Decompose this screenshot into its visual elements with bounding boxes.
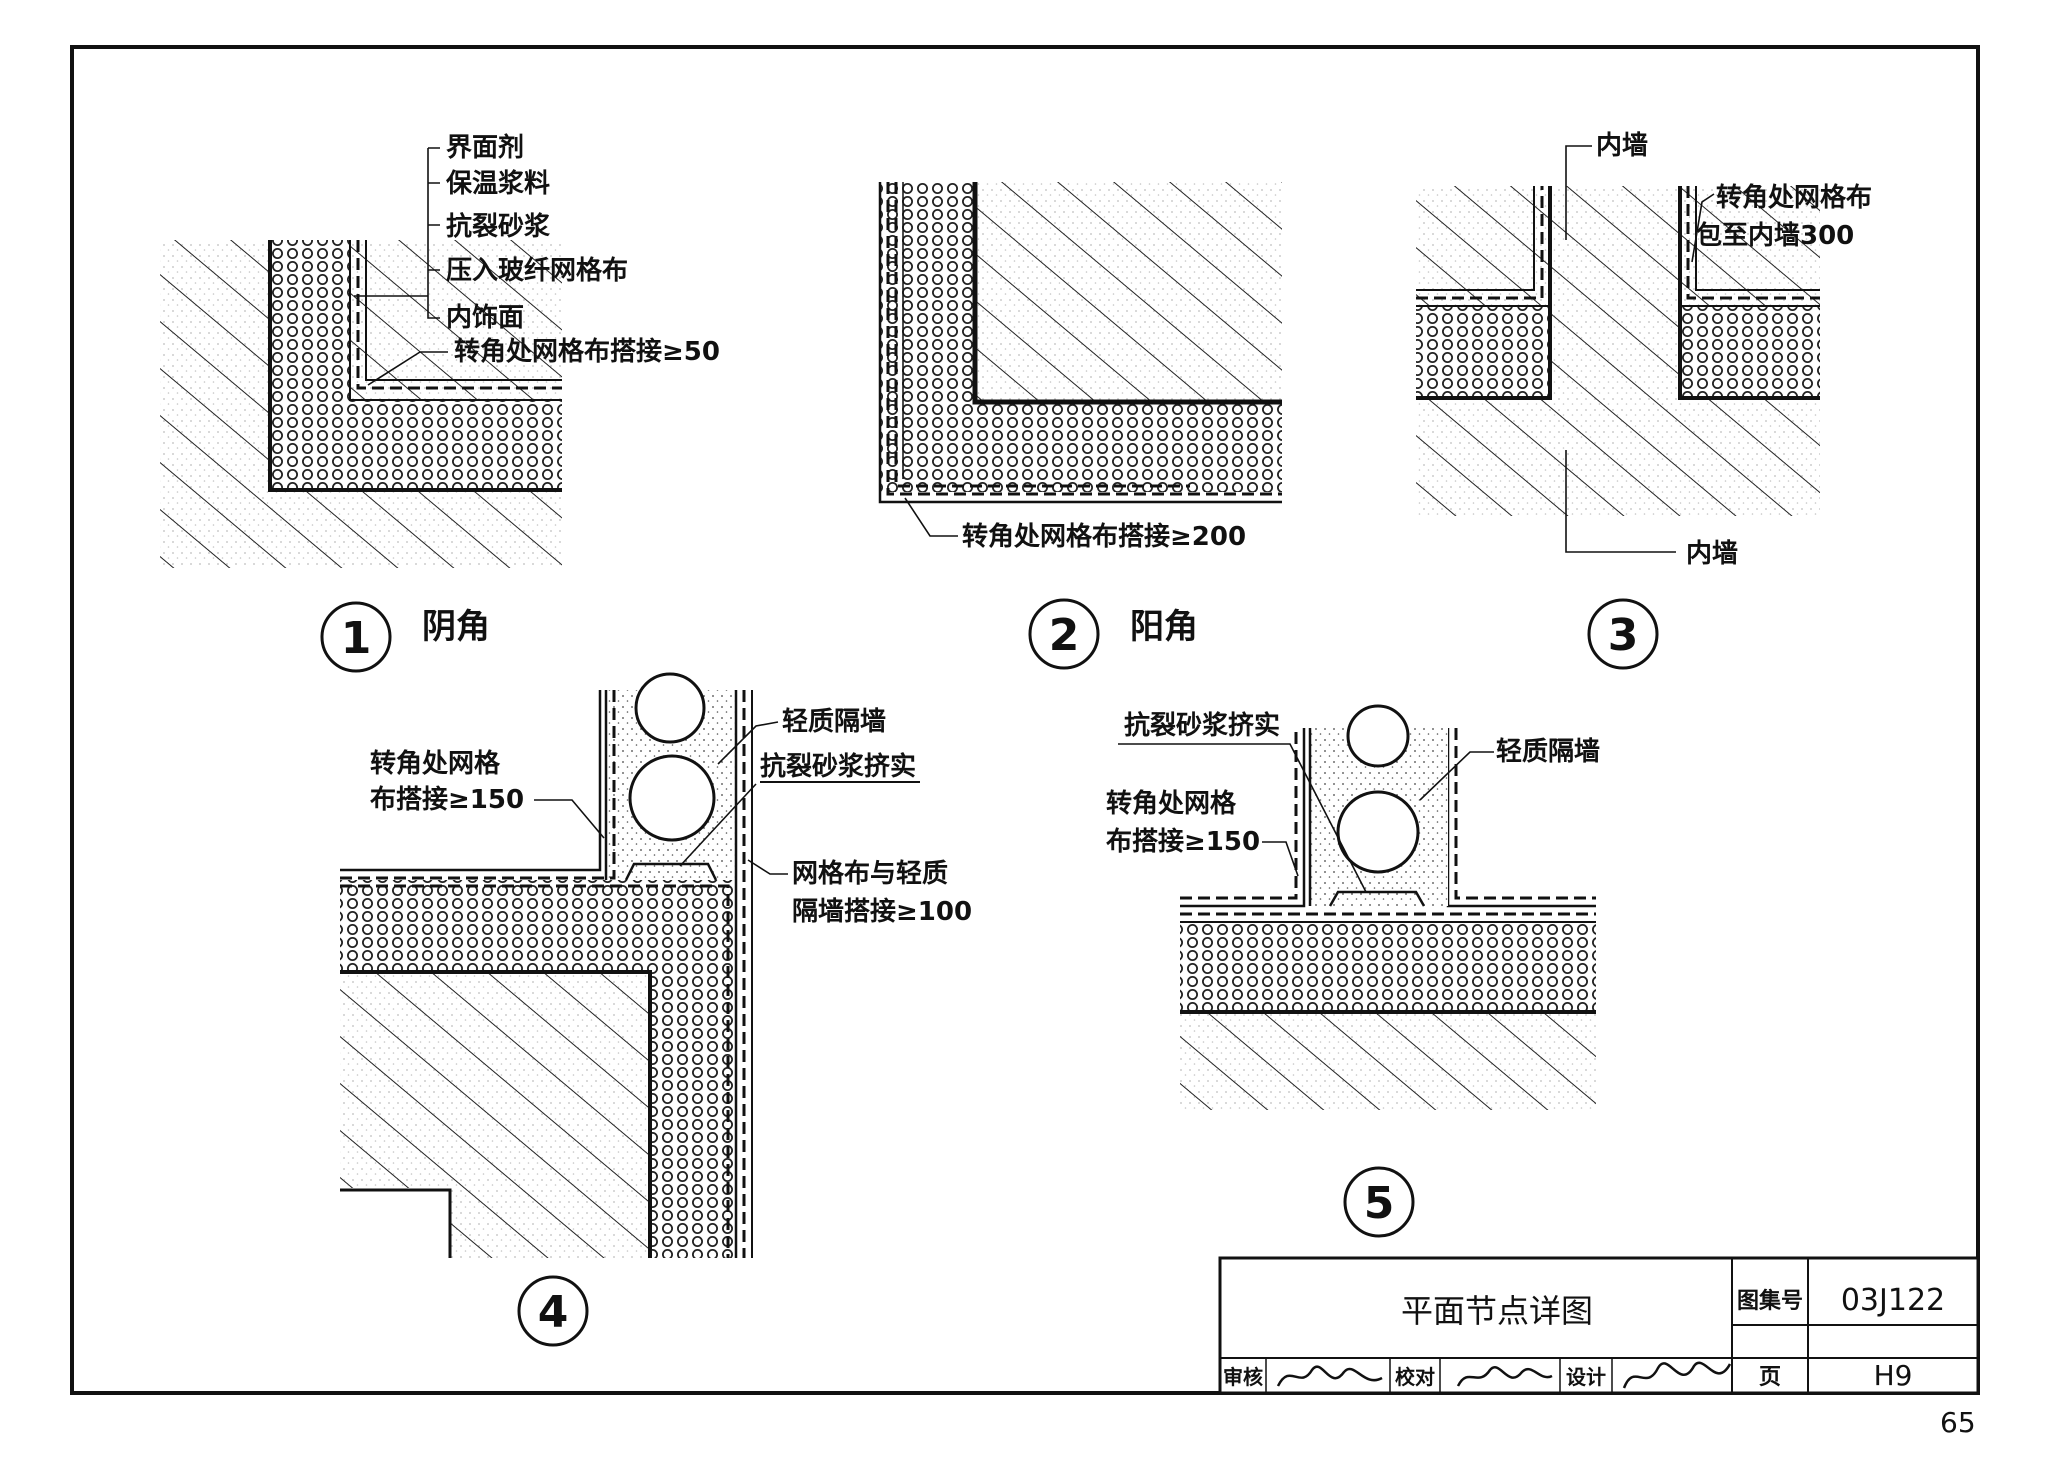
d2-mesh-line bbox=[886, 182, 1282, 496]
check-signature bbox=[1456, 1366, 1553, 1387]
d5-overlap-line1: 转角处网格 bbox=[1106, 788, 1237, 819]
d4-overlap-line2: 布搭接≥150 bbox=[370, 785, 524, 815]
d3-note-line1: 转角处网格布 bbox=[1716, 182, 1872, 213]
d4-partition-core-2 bbox=[628, 754, 716, 842]
page-label: 页 bbox=[1759, 1365, 1781, 1390]
d2-number-circle bbox=[1028, 598, 1100, 670]
d3-mesh-line-right bbox=[1686, 186, 1820, 300]
d3-mesh-line-left bbox=[1416, 186, 1544, 300]
drawing-title: 平面节点详图 bbox=[1401, 1292, 1593, 1330]
d4-mesh-line-v bbox=[340, 884, 730, 1258]
d5-mortar-label: 抗裂砂浆挤实 bbox=[1124, 710, 1280, 741]
review-signature bbox=[1276, 1365, 1383, 1387]
d3-number-circle bbox=[1587, 598, 1659, 670]
d4-overlap-line1: 转角处网格 bbox=[370, 748, 501, 779]
d4-mesh-line1: 网格布与轻质 bbox=[792, 858, 948, 889]
detail-4: 轻质隔墙 抗裂砂浆挤实 转角处网格 布搭接≥150 网格布与轻质 隔墙搭接≥10… bbox=[340, 672, 972, 1347]
d4-number: 4 bbox=[538, 1287, 569, 1338]
atlas-label: 图集号 bbox=[1737, 1288, 1803, 1314]
d1-layer-4: 压入玻纤网格布 bbox=[446, 255, 628, 286]
detail-1: 界面剂 保温浆料 抗裂砂浆 压入玻纤网格布 内饰面 转角处网格布搭接≥50 1 … bbox=[160, 133, 720, 673]
d1-layer-5: 内饰面 bbox=[446, 303, 524, 333]
d1-layer-2: 保温浆料 bbox=[445, 168, 550, 199]
sheet-border bbox=[70, 45, 1980, 1395]
d4-partition-core-1 bbox=[634, 672, 706, 744]
d5-number-circle bbox=[1343, 1166, 1415, 1238]
check-label: 校对 bbox=[1395, 1365, 1435, 1389]
page-number: 65 bbox=[1940, 1406, 1976, 1439]
d4-mortar-label: 抗裂砂浆挤实 bbox=[760, 751, 916, 782]
d4-number-circle bbox=[517, 1275, 589, 1347]
detail-3: 内墙 转角处网格布 包至内墙300 内墙 3 bbox=[1416, 131, 1872, 670]
detail-5: 抗裂砂浆挤实 轻质隔墙 转角处网格 布搭接≥150 5 bbox=[1106, 704, 1600, 1238]
d3-inner-wall-bottom: 内墙 bbox=[1686, 539, 1738, 569]
d5-partition-label: 轻质隔墙 bbox=[1496, 737, 1600, 767]
d2-number: 2 bbox=[1049, 610, 1080, 661]
d3-number: 3 bbox=[1608, 610, 1639, 661]
atlas-number: 03J122 bbox=[1841, 1283, 1945, 1318]
d1-number: 1 bbox=[341, 613, 372, 664]
d2-overlap-note: 转角处网格布搭接≥200 bbox=[962, 521, 1246, 552]
d5-mesh-line-right bbox=[1454, 728, 1596, 900]
d4-mesh-line2: 隔墙搭接≥100 bbox=[792, 897, 972, 927]
d3-note-line2: 包至内墙300 bbox=[1696, 220, 1854, 251]
d5-partition-core-2 bbox=[1336, 790, 1420, 874]
d1-number-circle bbox=[320, 601, 392, 673]
d1-layer-1: 界面剂 bbox=[446, 133, 524, 163]
page-code: H9 bbox=[1874, 1359, 1913, 1392]
d1-overlap-note: 转角处网格布搭接≥50 bbox=[454, 336, 720, 367]
detail-2: 转角处网格布搭接≥200 2 阳角 bbox=[878, 182, 1282, 670]
d3-inner-wall-top: 内墙 bbox=[1596, 131, 1648, 161]
review-label: 审核 bbox=[1223, 1365, 1263, 1389]
d4-mesh-line-h bbox=[340, 690, 616, 880]
d5-partition-core-1 bbox=[1346, 704, 1410, 768]
d5-overlap-line2: 布搭接≥150 bbox=[1106, 827, 1260, 857]
design-label: 设计 bbox=[1566, 1365, 1606, 1389]
d5-mesh-line-left bbox=[1180, 728, 1298, 900]
title-block: 平面节点详图 图集号 03J122 页 H9 审核 校对 设计 bbox=[1218, 1256, 1980, 1395]
d1-mesh-line bbox=[356, 240, 562, 390]
d1-caption: 阴角 bbox=[422, 607, 490, 647]
design-signature bbox=[1622, 1361, 1732, 1389]
d5-number: 5 bbox=[1364, 1178, 1395, 1229]
d1-layer-3: 抗裂砂浆 bbox=[446, 211, 551, 242]
d4-partition-label: 轻质隔墙 bbox=[782, 707, 886, 737]
d2-caption: 阳角 bbox=[1130, 607, 1198, 647]
